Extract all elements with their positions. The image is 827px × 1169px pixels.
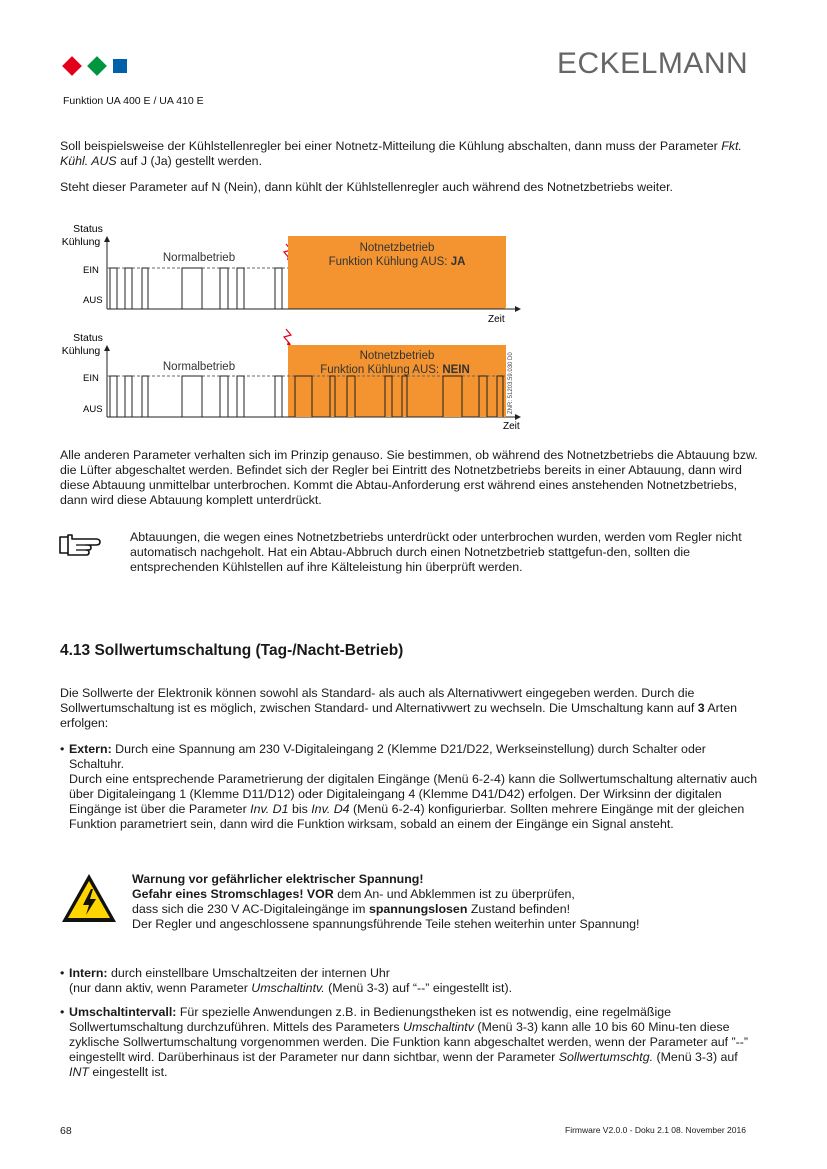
- voltage-warning: Warnung vor gefährlicher elektrischer Sp…: [132, 872, 640, 931]
- y-axis-arrow: [104, 236, 110, 242]
- function-label: Funktion Kühlung AUS: JA: [329, 256, 466, 268]
- y-axis-arrow: [104, 345, 110, 351]
- document-subtitle: Funktion UA 400 E / UA 410 E: [63, 95, 204, 107]
- ein-label: EIN: [83, 373, 99, 384]
- notnetz-region: [288, 236, 506, 309]
- kuehlung-label: Kühlung: [62, 345, 101, 357]
- section-heading: 4.13 Sollwertumschaltung (Tag-/Nacht-Bet…: [60, 642, 404, 659]
- section-intro: Die Sollwerte der Elektronik können sowo…: [60, 686, 738, 730]
- list-item-intern: • Intern: durch einstellbare Umschaltzei…: [60, 966, 513, 995]
- intro-paragraph-2: Steht dieser Parameter auf N (Nein), dan…: [60, 180, 673, 194]
- intro-paragraph-1: Soll beispielsweise der Kühlstellenregle…: [60, 139, 742, 168]
- interval-label: Umschaltintervall:: [69, 1005, 177, 1019]
- notnetz-timing-diagram: Status Kühlung EIN AUS Zeit Normalbetrie…: [62, 223, 521, 432]
- cooling-signal-bottom: [107, 375, 504, 418]
- notnetz-label: Notnetzbetrieb: [360, 242, 435, 254]
- drawing-number: ZNR: 51203.59.030 D0: [508, 352, 514, 414]
- page-number: 68: [60, 1125, 72, 1137]
- kuehlung-label: Kühlung: [62, 236, 101, 248]
- note-text: Abtauungen, die wegen eines Notnetzbetri…: [130, 530, 742, 574]
- logo-green-square: [87, 56, 107, 76]
- brand-name: ECKELMANN: [557, 47, 749, 80]
- cooling-signal-top: [107, 267, 505, 310]
- notnetz-label: Notnetzbetrieb: [360, 350, 435, 362]
- notnetz-region: [288, 345, 506, 417]
- parameters-paragraph: Alle anderen Parameter verhalten sich im…: [60, 448, 758, 507]
- aus-label: AUS: [83, 295, 103, 306]
- logo-red-square: [62, 56, 82, 76]
- status-label: Status: [73, 223, 103, 235]
- aus-label: AUS: [83, 404, 103, 415]
- list-item-interval: • Umschaltintervall: Für spezielle Anwen…: [60, 1005, 749, 1079]
- parameter-name: Fkt. Kühl. AUS: [60, 139, 742, 168]
- logo-blue-square: [113, 59, 127, 73]
- high-voltage-warning-icon: [62, 874, 116, 922]
- x-axis-arrow: [515, 306, 521, 312]
- normal-label: Normalbetrieb: [163, 361, 235, 373]
- extern-label: Extern:: [69, 742, 112, 756]
- normal-label: Normalbetrieb: [163, 252, 235, 264]
- intern-label: Intern:: [69, 966, 108, 980]
- status-label: Status: [73, 332, 103, 344]
- eckelmann-logo-icon: [62, 56, 127, 76]
- zeit-label: Zeit: [503, 421, 520, 432]
- ein-label: EIN: [83, 265, 99, 276]
- footer-info: Firmware V2.0.0 - Doku 2.1 08. November …: [565, 1125, 746, 1135]
- function-label: Funktion Kühlung AUS: NEIN: [320, 364, 470, 376]
- pointing-hand-icon: [59, 534, 101, 556]
- x-axis-arrow: [515, 414, 521, 420]
- zeit-label: Zeit: [488, 314, 505, 325]
- list-item-extern: • Extern: Durch eine Spannung am 230 V-D…: [60, 742, 758, 831]
- lightning-icon: [282, 328, 293, 345]
